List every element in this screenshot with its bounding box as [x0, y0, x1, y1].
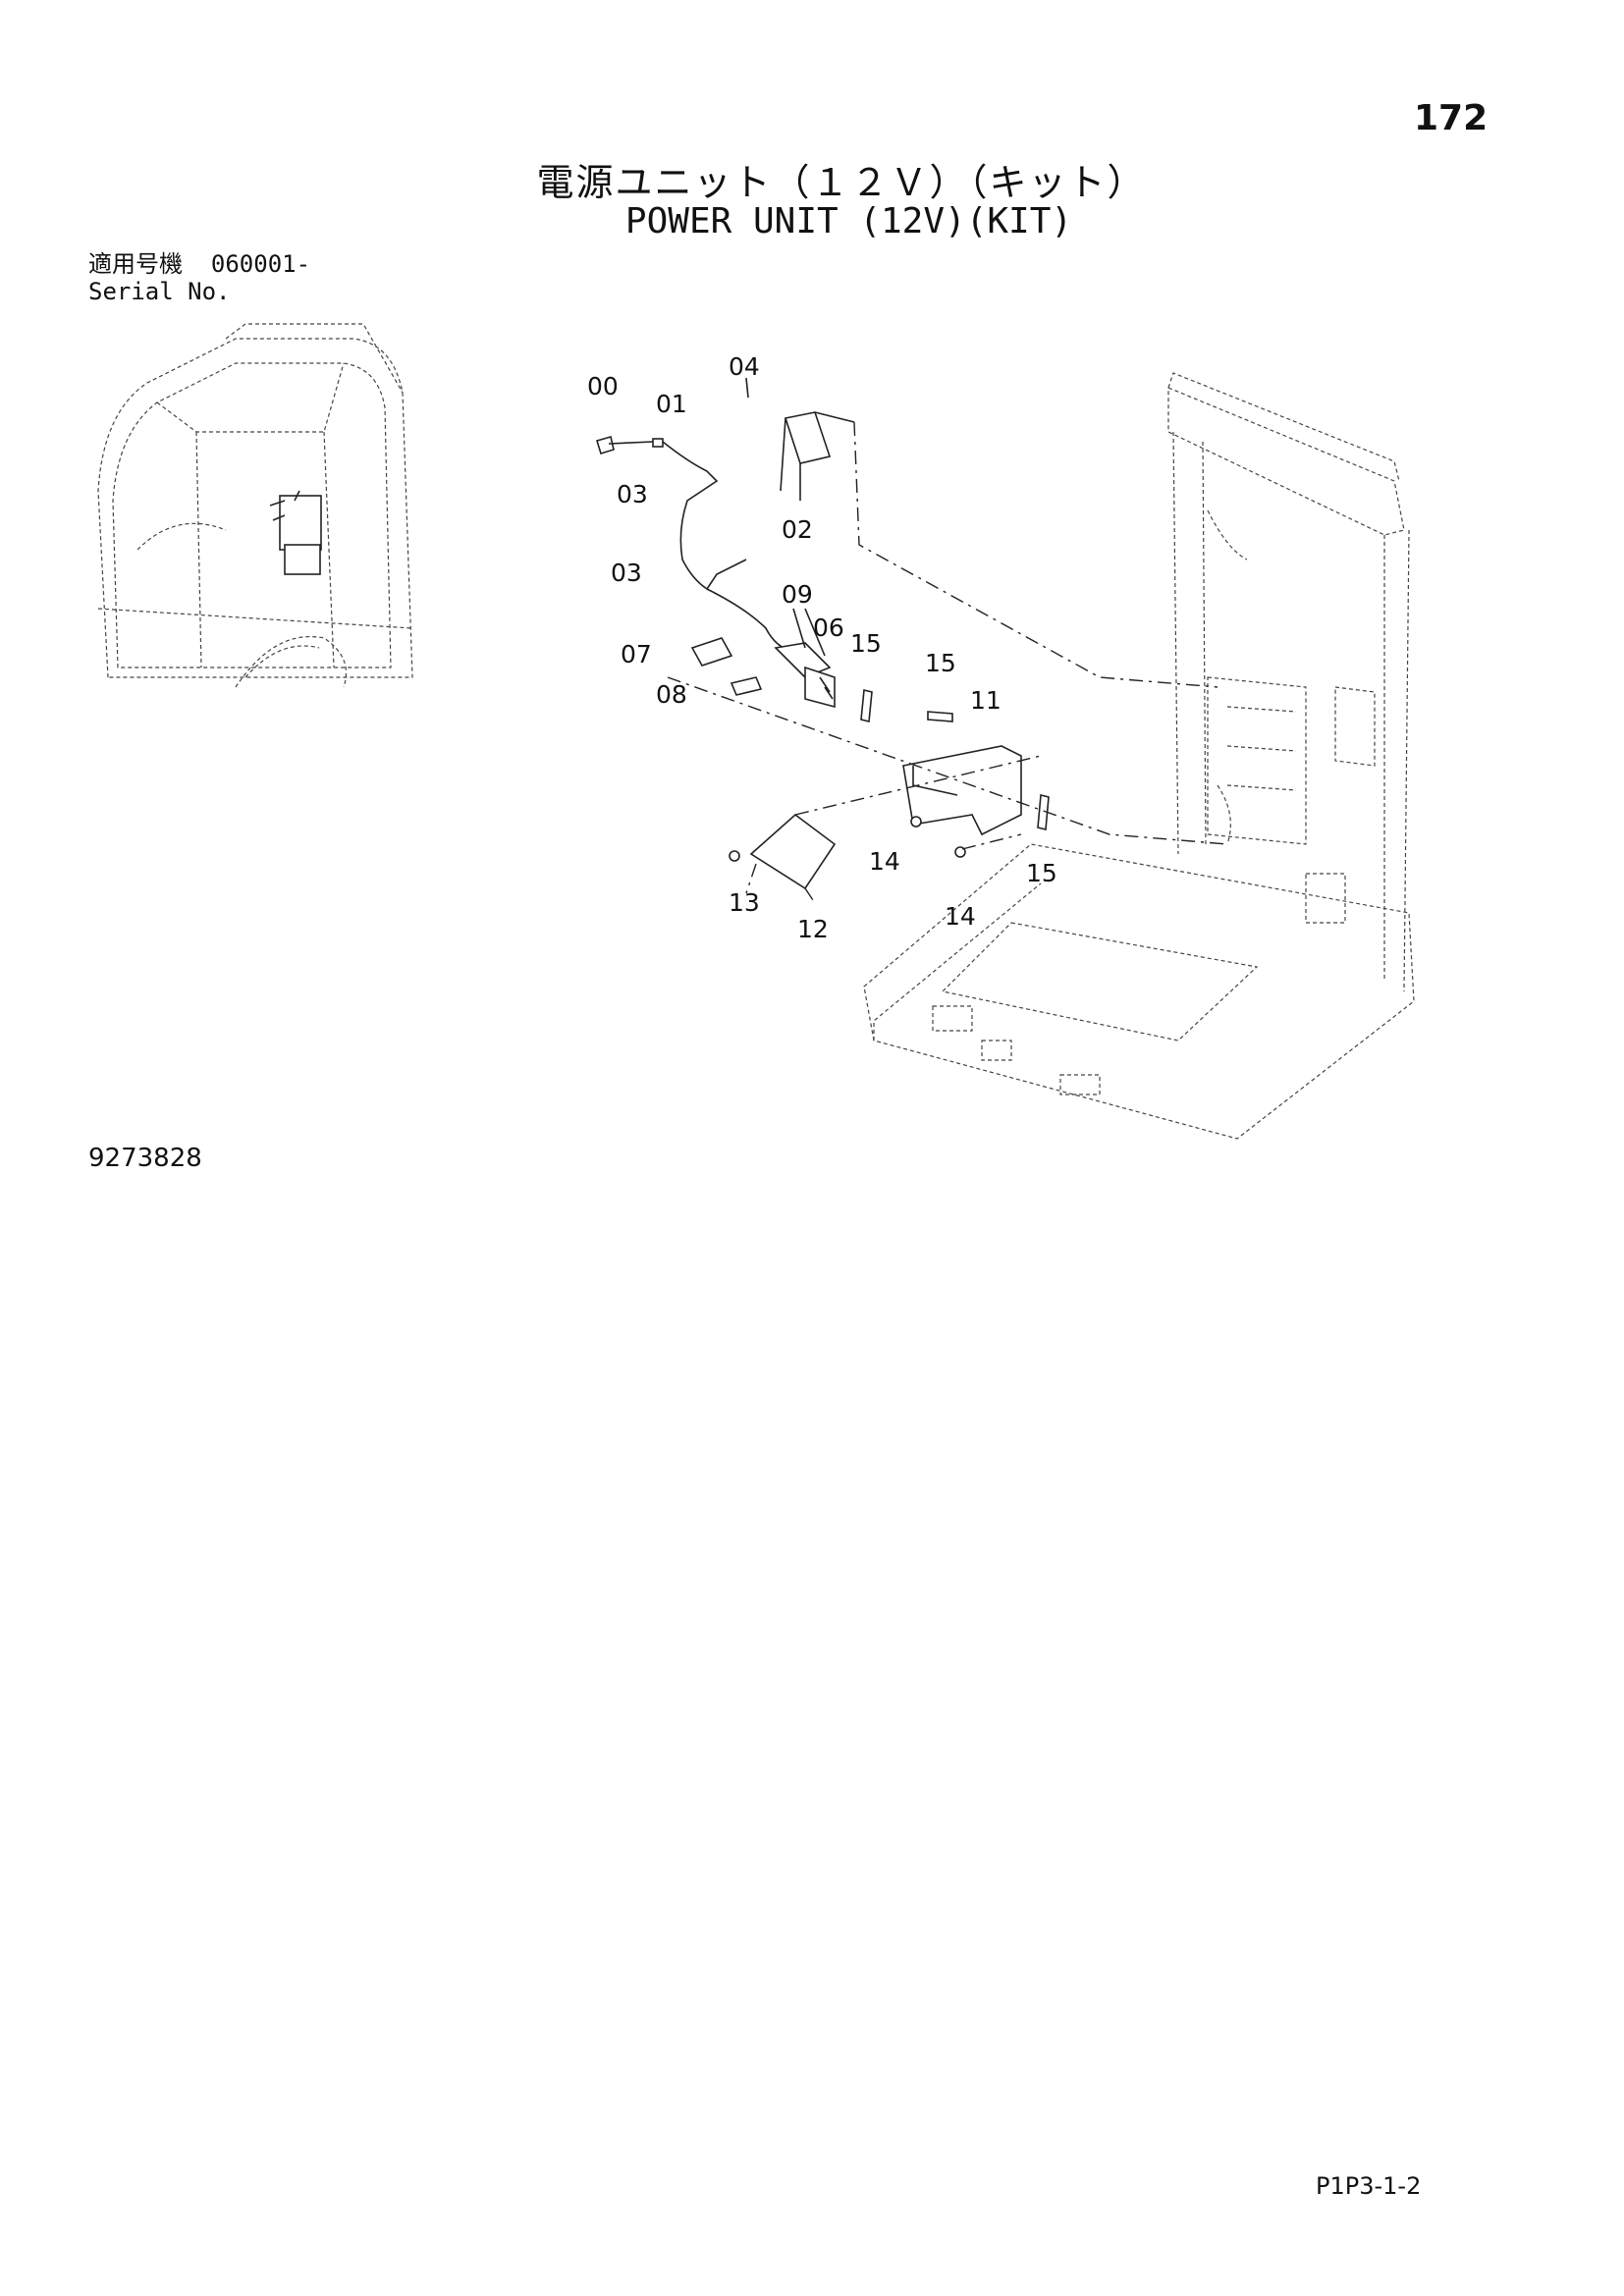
callout-00: 00: [587, 372, 619, 400]
callout-15-middle: 15: [925, 649, 956, 677]
page-code: P1P3-1-2: [1316, 2172, 1422, 2200]
callout-14-left: 14: [869, 847, 900, 876]
callout-14-right: 14: [945, 902, 976, 931]
callout-07: 07: [621, 640, 652, 668]
callout-13: 13: [729, 888, 760, 917]
parts-diagram: 00 01 02 03 03 04 06 07 08 09 11 12 13 1…: [97, 323, 1415, 1140]
serial-label-en: Serial No.: [88, 278, 231, 305]
serial-value: 060001-: [210, 250, 311, 278]
serial-row-jp: 適用号機 060001-: [88, 250, 310, 278]
title-japanese: 電源ユニット（１２Ｖ）（キット）: [536, 161, 1147, 204]
callout-15-right: 15: [1026, 859, 1057, 887]
cab-overview-illustration: [97, 323, 413, 688]
callout-03-lower: 03: [611, 559, 642, 587]
serial-label-jp: 適用号機: [88, 250, 183, 278]
callout-03-upper: 03: [617, 480, 648, 508]
serial-applicability: 適用号機 060001- Serial No.: [88, 250, 310, 305]
callout-11: 11: [970, 686, 1001, 715]
callout-09: 09: [782, 580, 813, 609]
cab-frame-illustration: [863, 372, 1415, 1140]
page-number: 172: [1414, 98, 1489, 138]
callout-02: 02: [782, 515, 813, 544]
callout-04: 04: [729, 352, 760, 381]
callout-06: 06: [813, 614, 844, 642]
title-english: POWER UNIT (12V)(KIT): [624, 201, 1073, 241]
callout-01: 01: [656, 390, 687, 418]
callout-labels: 00 01 02 03 03 04 06 07 08 09 11 12 13 1…: [587, 352, 1057, 943]
callout-12: 12: [797, 915, 829, 943]
parts-illustration: [595, 377, 1228, 904]
callout-08: 08: [656, 680, 687, 709]
callout-15-left: 15: [850, 629, 882, 658]
drawing-number: 9273828: [88, 1144, 202, 1173]
